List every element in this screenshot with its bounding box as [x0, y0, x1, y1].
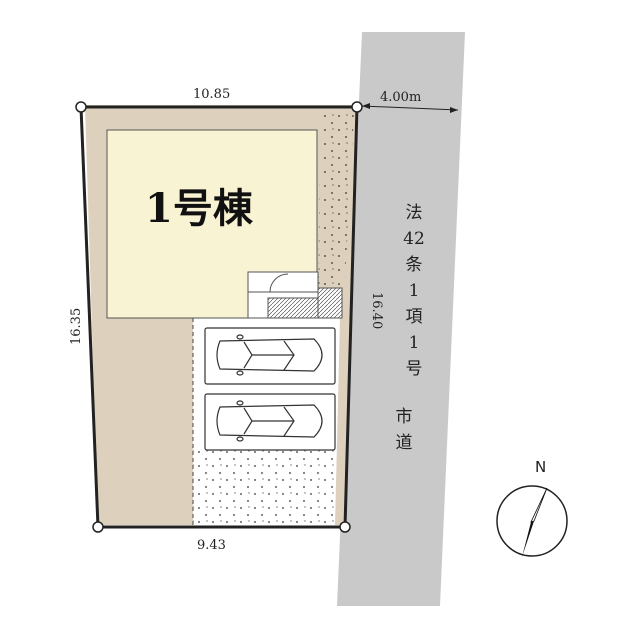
road-name-label: 市道: [396, 407, 413, 453]
boundary-marker: [339, 521, 351, 533]
boundary-marker: [75, 101, 87, 113]
car-icon: [216, 334, 323, 376]
compass-north-label: N: [535, 458, 546, 476]
building-label: 1号棟: [145, 185, 254, 232]
car-icon: [216, 400, 323, 442]
road-label-char: 条: [406, 255, 423, 275]
road-label-char: 42: [403, 229, 425, 249]
planter-small: [317, 287, 343, 319]
dimension-bottom: 9.43: [197, 538, 226, 553]
road-type-label: 法 42 条 1 項 1 号: [403, 203, 425, 379]
compass: N: [496, 458, 568, 557]
boundary-marker: [92, 521, 104, 533]
road-label-char: 法: [406, 203, 423, 223]
road: [337, 32, 465, 606]
parking-bays: [204, 327, 336, 451]
cars: [216, 334, 323, 442]
building-1: [106, 129, 318, 319]
road-width-label: 4.00m: [380, 90, 421, 105]
planter: [267, 297, 321, 319]
road-label-char: 市: [396, 407, 413, 427]
dimension-left: 16.35: [69, 308, 84, 345]
road-label-char: 1: [409, 333, 420, 353]
road-width-line: [361, 105, 459, 111]
compass-needle-light: [530, 487, 548, 523]
road-label-char: 項: [406, 307, 423, 327]
dimension-top: 10.85: [193, 87, 230, 102]
driveway-gravel: [193, 450, 336, 525]
boundary-marker: [351, 101, 363, 113]
road-label-char: 道: [396, 433, 413, 453]
road-label-char: 号: [406, 359, 423, 379]
road-label-char: 1: [409, 281, 420, 301]
side-walkway: [318, 113, 354, 318]
dimension-right: 16.40: [369, 292, 384, 329]
